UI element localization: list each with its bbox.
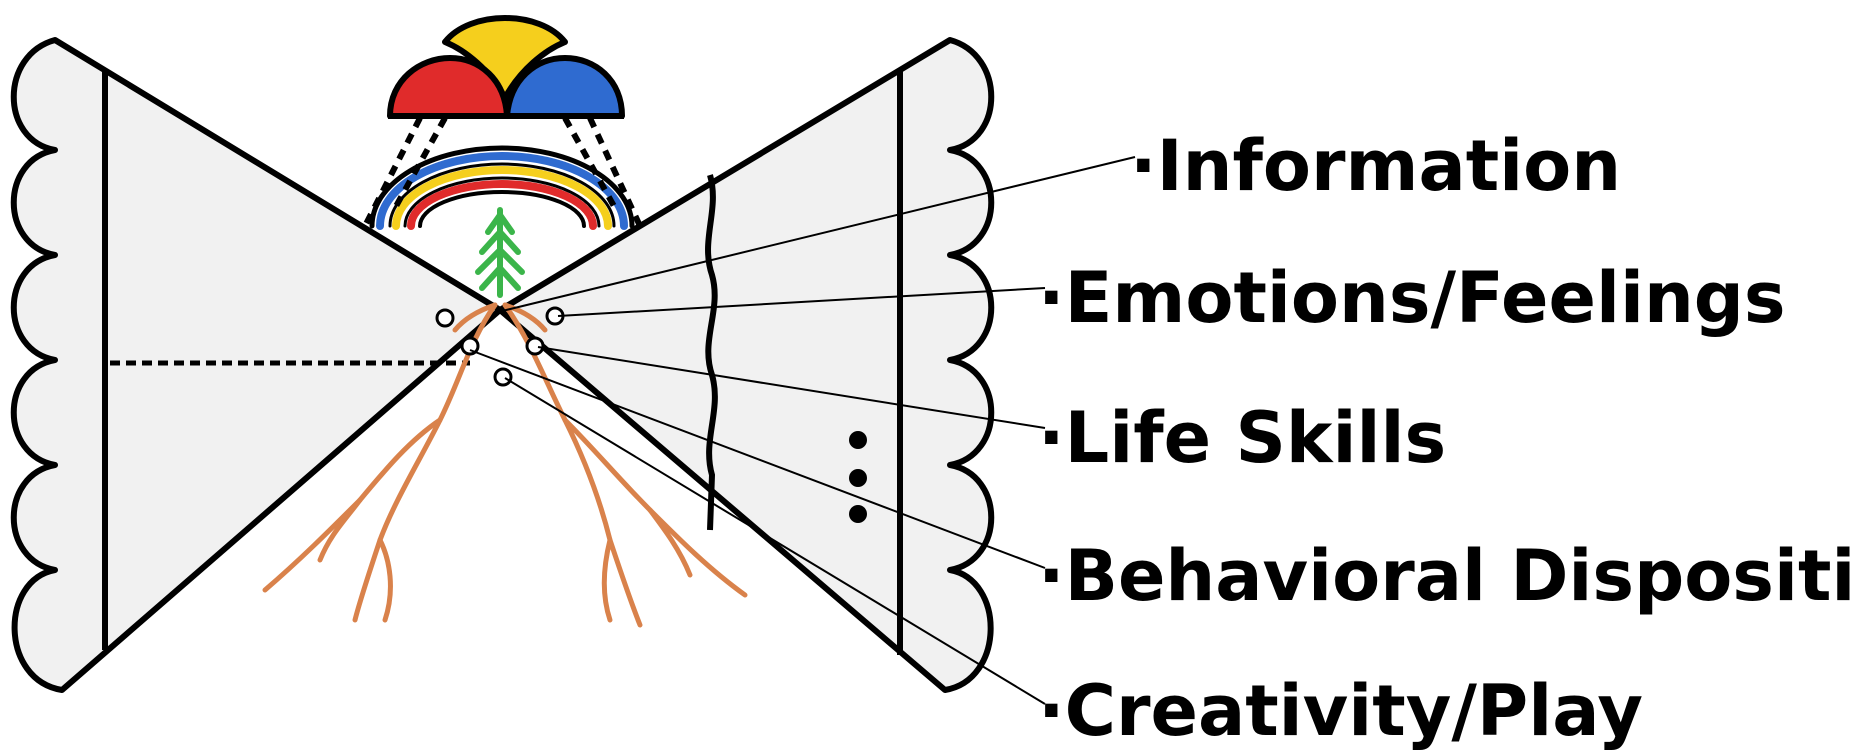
- label-information: ·Information: [1130, 125, 1621, 207]
- ellipsis-dot: [849, 431, 867, 449]
- label-behavioral-disposition: ·Behavioral Disposition: [1038, 535, 1850, 617]
- ellipsis-dot: [849, 505, 867, 523]
- ellipsis-dot: [849, 469, 867, 487]
- label-emotions-feelings: ·Emotions/Feelings: [1038, 257, 1786, 339]
- label-creativity-play: ·Creativity/Play: [1038, 670, 1643, 751]
- left-panel: [14, 40, 500, 690]
- dome-icon: [388, 18, 624, 116]
- plant-icon: [478, 210, 522, 295]
- label-life-skills: ·Life Skills: [1038, 397, 1446, 479]
